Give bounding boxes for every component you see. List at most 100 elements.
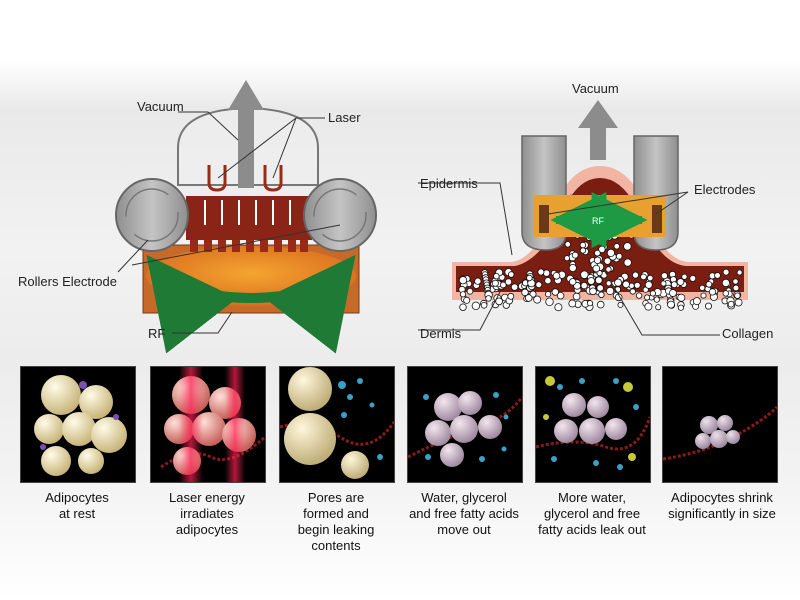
collagen-dot: [580, 281, 588, 290]
collagen-dot: [537, 268, 545, 276]
collagen-dot: [689, 274, 697, 282]
collagen-dot: [622, 280, 630, 289]
collagen-dot: [699, 284, 706, 291]
more-leakage-illustration: [536, 376, 650, 470]
collagen-dot: [466, 287, 474, 295]
collagen-dot: [655, 304, 662, 311]
collagen-dot: [617, 301, 624, 308]
collagen-dot: [670, 281, 678, 289]
collagen-dot: [623, 242, 632, 251]
collagen-dot: [544, 291, 552, 298]
collagen-dot: [533, 295, 542, 304]
stage-panel-5: [535, 366, 651, 483]
collagen-dot: [545, 297, 554, 306]
collagen-dot: [681, 273, 688, 280]
vacuum-arrow-right: [578, 100, 618, 160]
collagen-dot: [606, 248, 616, 257]
collagen-dot: [660, 272, 668, 280]
collagen-dot: [596, 284, 604, 292]
collagen-dot: [552, 271, 561, 280]
collagen-dot: [593, 256, 602, 264]
label-collagen: Collagen: [722, 326, 773, 341]
collagen-dot: [586, 300, 594, 307]
collagen-dot: [635, 292, 643, 299]
collagen-dot: [722, 268, 730, 276]
collagen-dot: [640, 273, 647, 281]
collagen-dot: [732, 284, 740, 292]
collagen-dot: [592, 264, 601, 273]
collagen-dot: [564, 241, 571, 248]
collagen-dot: [647, 274, 654, 282]
rf-arrow-left: [146, 254, 253, 354]
collagen-dot: [579, 247, 587, 254]
comb-slots: [204, 200, 291, 225]
collagen-dot: [708, 288, 717, 296]
roller-left: [115, 178, 189, 252]
collagen-dot: [692, 297, 701, 306]
collagen-dot: [480, 301, 488, 309]
collagen-dot: [644, 302, 653, 311]
collagen-dot: [504, 278, 513, 286]
collagen-dot: [649, 290, 657, 297]
collagen-dot: [705, 281, 713, 288]
collagen-dot: [677, 304, 685, 311]
label-rollers-electrode: Rollers Electrode: [18, 274, 117, 289]
collagen-fibers: [458, 194, 743, 312]
stage-caption-5: More water, glycerol and free fatty acid…: [538, 490, 646, 537]
collagen-dot: [535, 281, 543, 289]
collagen-dot: [644, 280, 653, 289]
label-rf-right: RF: [592, 216, 604, 226]
collagen-dot: [667, 300, 675, 309]
collagen-dot: [544, 277, 552, 285]
collagen-dot: [463, 296, 471, 304]
collagen-dot: [722, 290, 729, 297]
device-diagrams: Vacuum Laser Rollers Electrode RF RF: [18, 80, 773, 354]
left-device: Vacuum Laser Rollers Electrode RF: [18, 80, 377, 354]
stage-panel-6: [662, 366, 778, 483]
electrode-right: [652, 205, 662, 233]
collagen-dot: [507, 292, 515, 300]
collagen-dot: [459, 291, 467, 298]
stage-caption-2: Laser energy irradiates adipocytes: [169, 490, 245, 537]
stage-caption-6: Adipocytes shrink significantly in size: [668, 490, 776, 521]
collagen-dot: [700, 292, 707, 299]
collagen-dot: [714, 272, 721, 279]
collagen-dot: [569, 278, 577, 286]
laser-comb: [186, 196, 312, 240]
collagen-dot: [605, 286, 615, 296]
collagen-dot: [594, 276, 603, 285]
collagen-dot: [495, 297, 503, 306]
collagen-dot: [572, 292, 581, 301]
collagen-dot: [614, 293, 623, 302]
collagen-dot: [632, 271, 640, 279]
collagen-dot: [499, 281, 507, 289]
left-leader-lines: [117, 111, 341, 334]
stage-caption-3: Pores are formed and begin leaking conte…: [297, 490, 375, 553]
collagen-dot: [653, 296, 660, 303]
stage-panel-4: [407, 366, 523, 483]
collagen-dot: [727, 300, 735, 308]
collagen-dot: [521, 288, 529, 297]
contents-move-out-illustration: [408, 391, 522, 467]
collagen-dot: [493, 273, 500, 280]
label-epidermis: Epidermis: [420, 176, 478, 191]
collagen-dot: [571, 251, 579, 259]
collagen-dot: [589, 287, 597, 296]
right-leader-lines: [418, 182, 720, 336]
collagen-dot: [676, 278, 685, 286]
label-rf-left: RF: [148, 326, 165, 341]
collagen-dot: [705, 302, 713, 310]
label-vacuum-left: Vacuum: [137, 99, 184, 114]
label-electrodes: Electrodes: [694, 182, 756, 197]
collagen-dot: [508, 271, 515, 278]
collagen-dot: [510, 283, 519, 291]
collagen-dot: [458, 276, 468, 285]
collagen-dot: [596, 270, 603, 277]
collagen-dot: [614, 278, 623, 287]
collagen-dot: [629, 288, 636, 295]
pores-forming-illustration: [280, 367, 394, 479]
collagen-dot: [596, 300, 605, 309]
collagen-dot: [554, 303, 563, 312]
laser-fingers: [190, 240, 308, 252]
collagen-dot: [556, 292, 565, 300]
